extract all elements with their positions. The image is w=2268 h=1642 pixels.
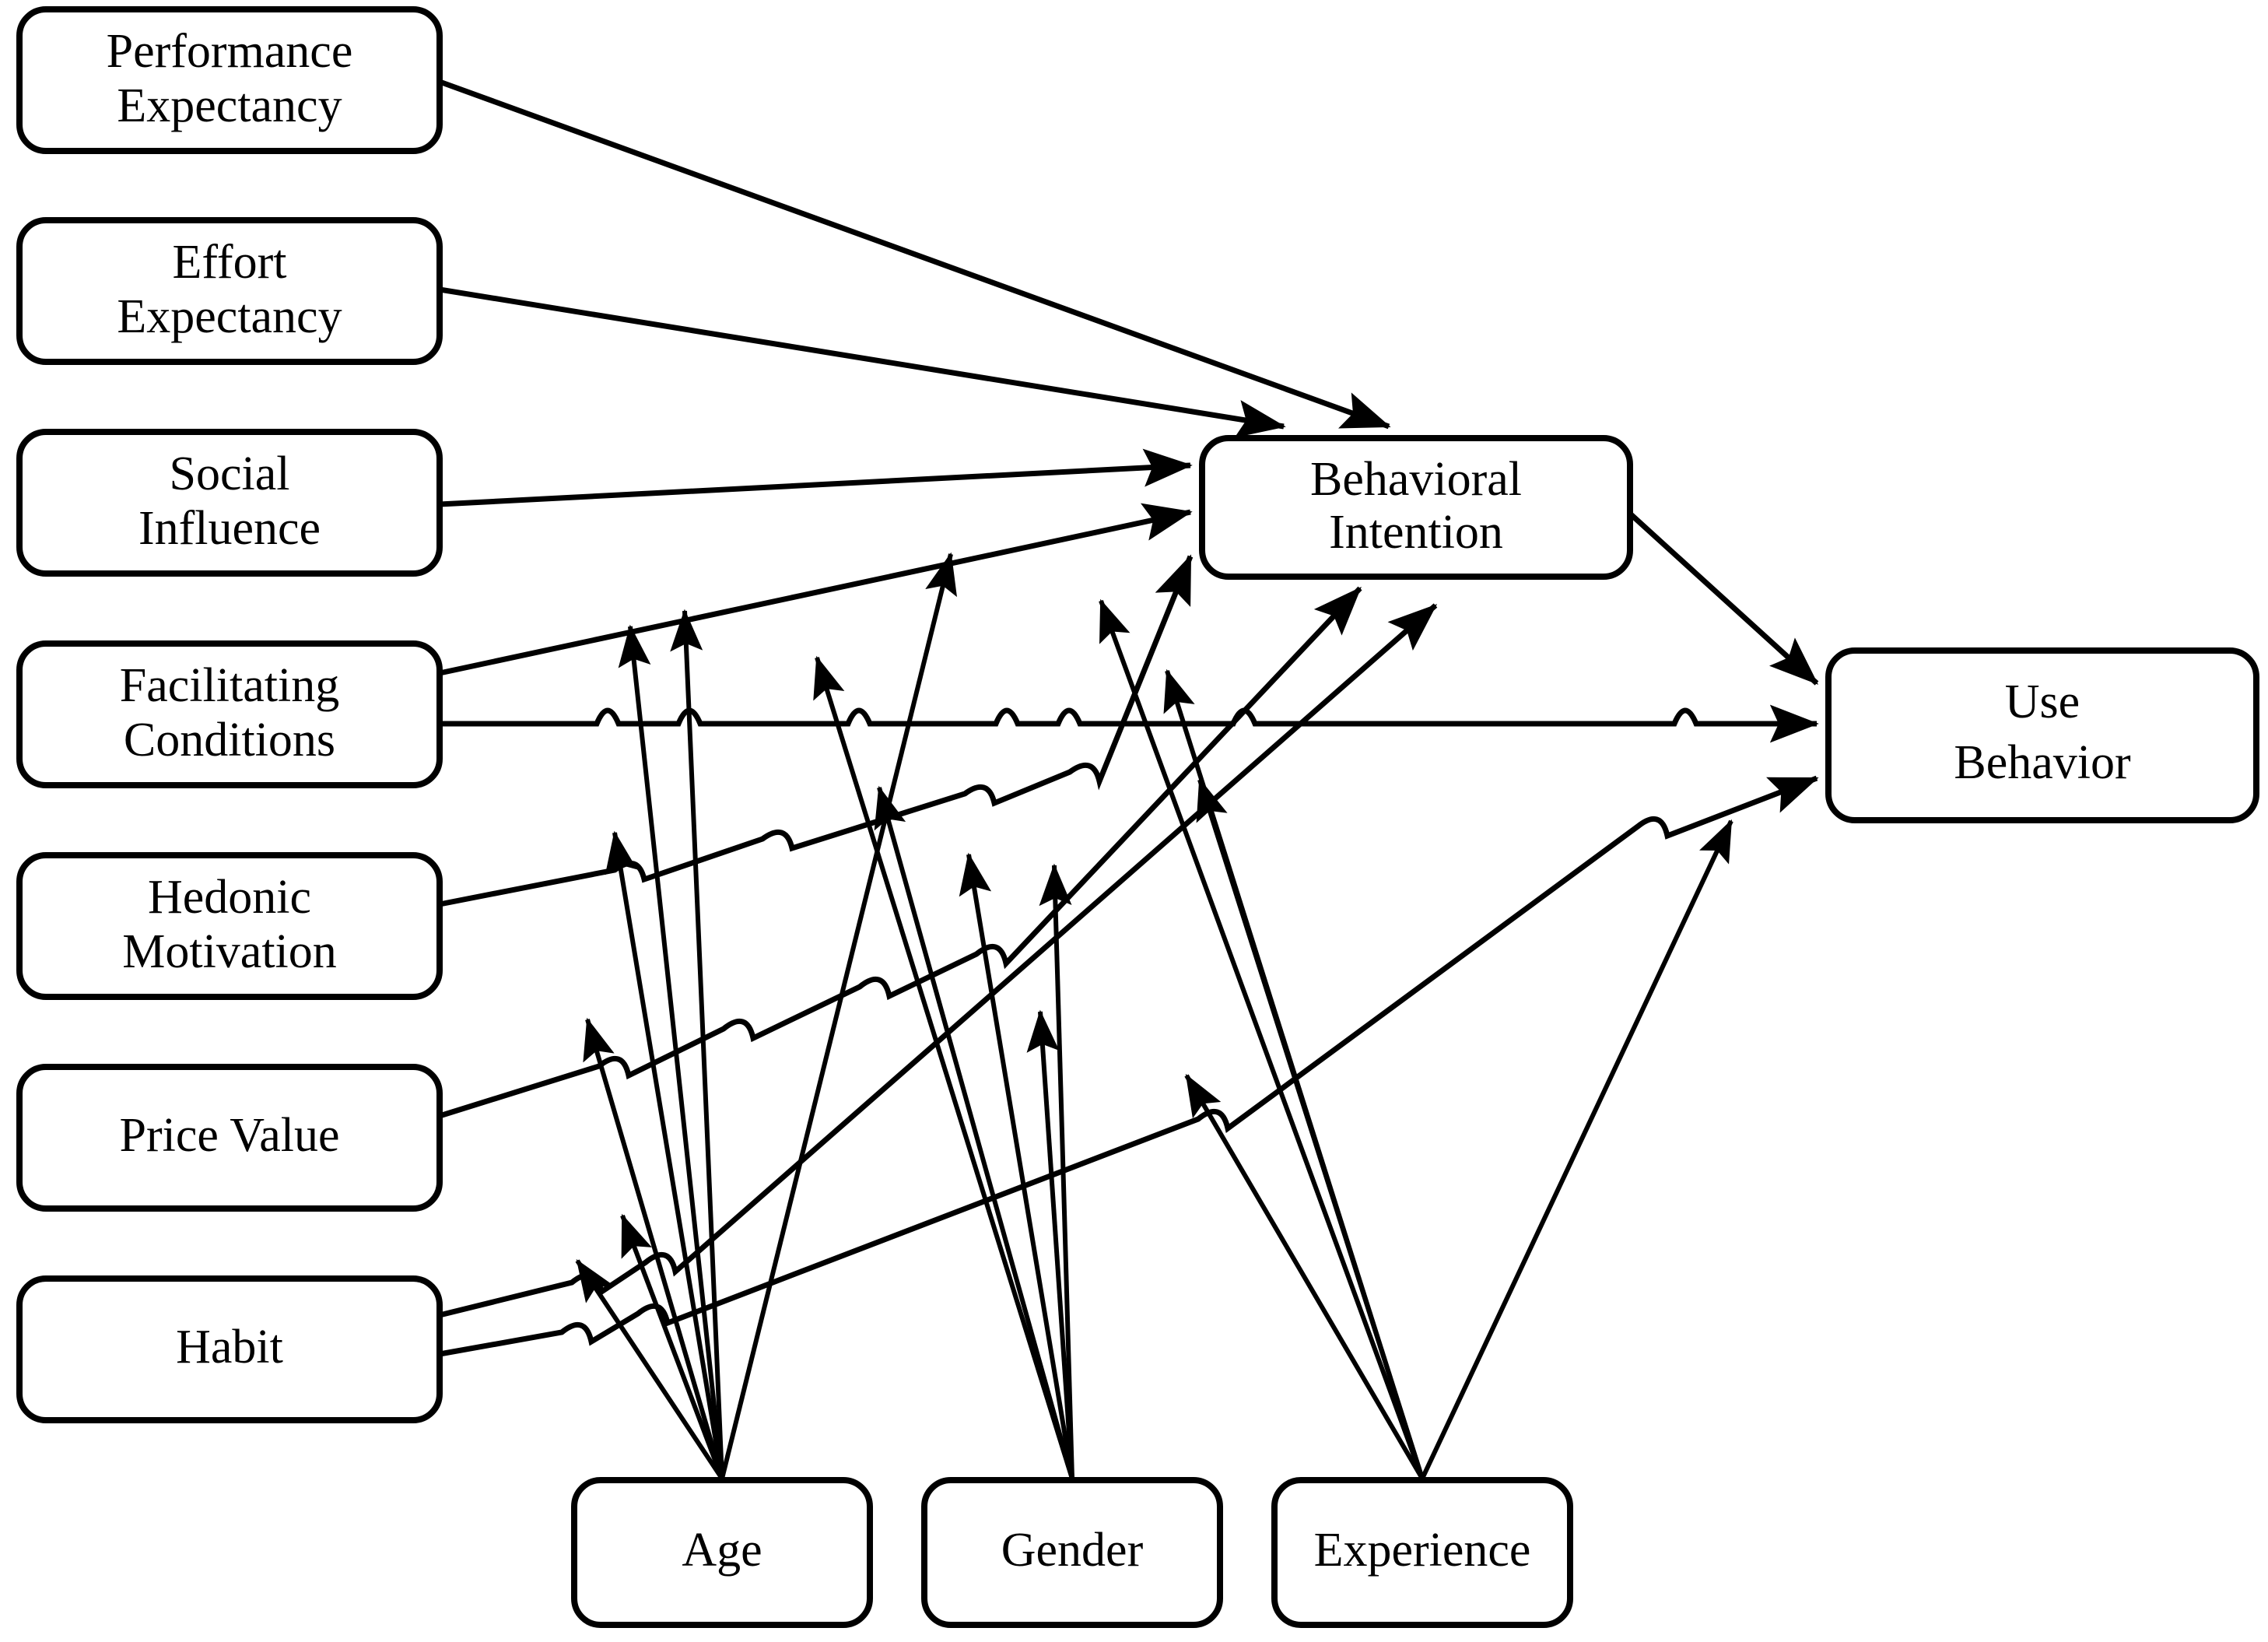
edge-age-mod-hedonic bbox=[605, 830, 724, 1479]
edge-gender-mod-habit bbox=[1026, 1009, 1074, 1479]
node-habit[interactable]: Habit bbox=[16, 1275, 443, 1423]
node-label-effort-expectancy-line2: Expectancy bbox=[117, 290, 342, 343]
node-label-hedonic-motivation-line1: Hedonic bbox=[148, 871, 311, 924]
node-label-performance-expectancy-line2: Expectancy bbox=[117, 79, 342, 132]
node-label-behavioral-intention-line2: Intention bbox=[1329, 506, 1503, 559]
edge-age-mod-facilitating bbox=[618, 624, 724, 1479]
edge-gender-mod-hedonic bbox=[874, 785, 1074, 1479]
edge-pv-to-bi bbox=[438, 586, 1362, 1119]
node-label-effort-expectancy-line1: Effort bbox=[173, 236, 287, 289]
edge-age-mod-social bbox=[670, 609, 724, 1479]
node-label-hedonic-motivation-line2: Motivation bbox=[122, 925, 337, 978]
edge-si-to-bi bbox=[439, 448, 1193, 507]
edge-exp-mod-habit bbox=[1184, 1073, 1425, 1480]
edge-age-mod-habit bbox=[620, 1213, 724, 1480]
edge-pe-to-bi bbox=[438, 79, 1391, 430]
node-label-facilitating-conditions-line1: Facilitating bbox=[120, 659, 339, 712]
edge-exp-mod-social bbox=[1099, 598, 1425, 1480]
node-effort-expectancy[interactable]: Effort Expectancy bbox=[16, 217, 443, 365]
node-label-behavioral-intention-line1: Behavioral bbox=[1310, 453, 1522, 506]
node-behavioral-intention[interactable]: Behavioral Intention bbox=[1199, 435, 1633, 580]
node-social-influence[interactable]: Social Influence bbox=[16, 429, 443, 577]
node-layer: Performance Expectancy Effort Expectancy… bbox=[16, 6, 2259, 1628]
edge-age-mod-price-value bbox=[583, 1017, 724, 1479]
edge-gender-mod-social bbox=[1039, 863, 1074, 1479]
node-label-price-value: Price Value bbox=[120, 1109, 340, 1162]
node-use-behavior[interactable]: Use Behavior bbox=[1825, 647, 2259, 823]
node-label-facilitating-conditions-line2: Conditions bbox=[124, 714, 335, 767]
edge-exp-mod-bi-to-ub bbox=[1420, 819, 1733, 1480]
node-label-age: Age bbox=[682, 1524, 762, 1577]
edge-fc-to-ub bbox=[440, 704, 1819, 743]
edge-age-mod-habit2 bbox=[575, 1259, 724, 1480]
node-label-experience: Experience bbox=[1314, 1524, 1531, 1577]
node-label-use-behavior-line2: Behavior bbox=[1954, 736, 2131, 789]
node-label-gender: Gender bbox=[1001, 1524, 1144, 1577]
node-label-performance-expectancy-line1: Performance bbox=[107, 25, 353, 78]
node-facilitating-conditions[interactable]: Facilitating Conditions bbox=[16, 640, 443, 788]
node-label-social-influence-line1: Social bbox=[170, 447, 290, 500]
edge-hb-to-ub bbox=[439, 775, 1819, 1357]
node-price-value[interactable]: Price Value bbox=[16, 1064, 443, 1212]
edge-ee-to-bi bbox=[439, 286, 1286, 438]
node-age[interactable]: Age bbox=[571, 1477, 873, 1628]
edge-gender-mod-effort bbox=[813, 655, 1074, 1479]
node-performance-expectancy[interactable]: Performance Expectancy bbox=[16, 6, 443, 154]
edge-gender-mod-price-value bbox=[959, 852, 1074, 1479]
edge-age-mod-performance bbox=[720, 552, 957, 1479]
node-hedonic-motivation[interactable]: Hedonic Motivation bbox=[16, 852, 443, 1000]
edge-bi-to-ub bbox=[1628, 511, 1819, 686]
edge-layer bbox=[438, 79, 1819, 1480]
node-gender[interactable]: Gender bbox=[921, 1477, 1223, 1628]
edge-exp-mod-effort bbox=[1163, 668, 1425, 1479]
node-label-social-influence-line2: Influence bbox=[138, 502, 321, 555]
node-label-habit: Habit bbox=[176, 1321, 283, 1374]
edge-fc-to-bi bbox=[439, 503, 1193, 676]
node-label-use-behavior-line1: Use bbox=[2005, 675, 2080, 728]
node-experience[interactable]: Experience bbox=[1271, 1477, 1573, 1628]
